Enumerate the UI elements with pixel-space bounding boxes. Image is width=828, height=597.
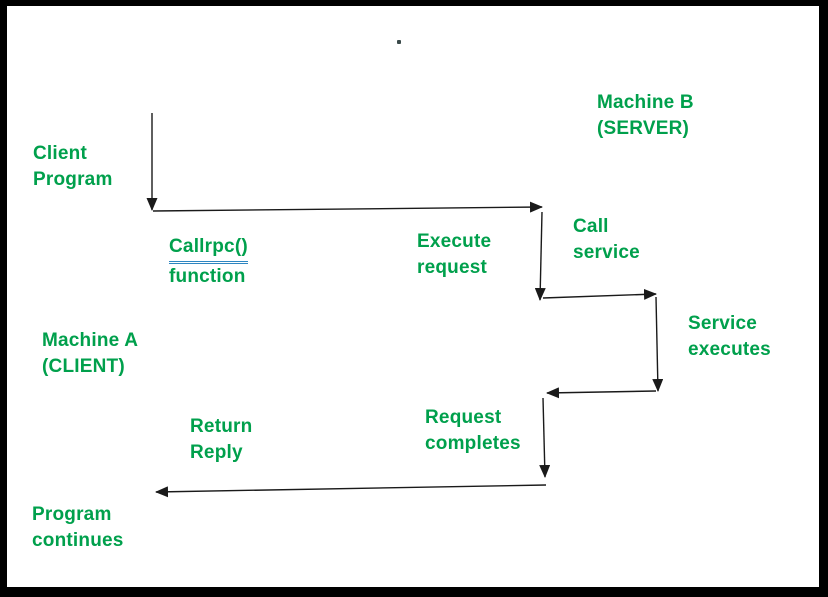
arrow-return-reply-down bbox=[539, 397, 551, 478]
stray-dot bbox=[397, 40, 401, 44]
callrpc-underlined-text: Callrpc() bbox=[169, 234, 248, 264]
label-machine-b-line2: (SERVER) bbox=[597, 118, 690, 139]
label-service-executes: Service executes bbox=[688, 311, 771, 363]
arrow-program-continues-left bbox=[155, 484, 547, 498]
arrow-call-service-right bbox=[542, 288, 657, 300]
arrow-service-executes-down bbox=[652, 296, 664, 392]
label-machine-a-line2: (CLIENT) bbox=[42, 356, 125, 377]
label-return-reply-line2: Reply bbox=[190, 442, 243, 463]
label-machine-b-line1: Machine B bbox=[597, 92, 694, 113]
label-client-program-line2: Program bbox=[33, 169, 113, 190]
label-service-executes-line2: executes bbox=[688, 339, 771, 360]
label-execute-request: Execute request bbox=[417, 229, 491, 281]
label-return-reply: Return Reply bbox=[190, 414, 252, 466]
arrow-execute-request-right bbox=[152, 201, 543, 213]
label-call-service-line2: service bbox=[573, 242, 640, 263]
label-program-continues: Program continues bbox=[32, 502, 124, 554]
label-execute-request-line1: Execute bbox=[417, 231, 492, 252]
label-client-program-line1: Client bbox=[33, 143, 87, 164]
label-machine-b: Machine B (SERVER) bbox=[597, 90, 694, 142]
label-program-continues-line1: Program bbox=[32, 504, 112, 525]
label-return-reply-line1: Return bbox=[190, 416, 253, 437]
label-machine-a: Machine A (CLIENT) bbox=[42, 328, 138, 380]
label-program-continues-line2: continues bbox=[32, 530, 124, 551]
label-request-completes: Request completes bbox=[425, 405, 521, 457]
label-call-service-line1: Call bbox=[573, 216, 609, 237]
label-callrpc-function: Callrpc() function bbox=[169, 234, 248, 290]
label-call-service: Call service bbox=[573, 214, 640, 266]
label-callrpc-line1: Callrpc() bbox=[169, 234, 248, 264]
label-service-executes-line1: Service bbox=[688, 313, 758, 334]
label-callrpc-line2: function bbox=[169, 266, 246, 287]
arrow-call-service-down bbox=[534, 211, 546, 301]
label-client-program: Client Program bbox=[33, 141, 113, 193]
label-machine-a-line1: Machine A bbox=[42, 330, 139, 351]
label-request-completes-line2: completes bbox=[425, 433, 521, 454]
arrow-request-completes-left bbox=[546, 387, 657, 399]
label-request-completes-line1: Request bbox=[425, 407, 502, 428]
label-execute-request-line2: request bbox=[417, 257, 488, 278]
